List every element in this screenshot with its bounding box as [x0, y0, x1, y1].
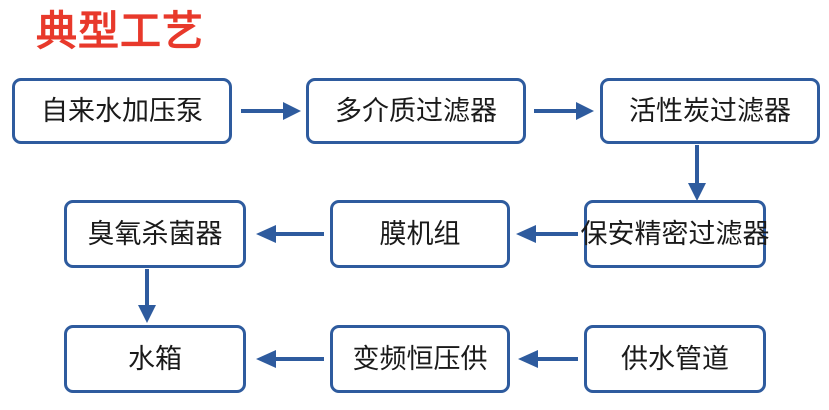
node-label: 臭氧杀菌器 [87, 218, 223, 249]
node-label: 供水管道 [621, 343, 729, 374]
arrow-n4-to-n5 [516, 223, 578, 245]
arrow-n9-to-n8 [518, 348, 578, 370]
node-label: 保安精密过滤器 [580, 218, 770, 249]
node-multimedia-filter[interactable]: 多介质过滤器 [306, 78, 526, 144]
node-security-precision-filter[interactable]: 保安精密过滤器 [581, 200, 770, 268]
node-label: 多介质过滤器 [335, 95, 497, 126]
node-activated-carbon-filter[interactable]: 活性炭过滤器 [600, 78, 820, 144]
node-label: 水箱 [128, 343, 182, 374]
node-tap-water-booster-pump[interactable]: 自来水加压泵 [12, 78, 232, 144]
node-label: 活性炭过滤器 [629, 95, 791, 126]
node-water-tank[interactable]: 水箱 [64, 325, 246, 393]
node-ozone-sterilizer[interactable]: 臭氧杀菌器 [64, 200, 246, 268]
arrow-n3-to-n4 [686, 145, 708, 201]
node-label: 膜机组 [379, 218, 461, 249]
node-membrane-unit[interactable]: 膜机组 [330, 200, 510, 268]
page-title: 典型工艺 [36, 8, 204, 54]
arrow-n1-to-n2 [241, 100, 301, 122]
node-water-supply-pipeline[interactable]: 供水管道 [584, 325, 766, 393]
node-label: 变频恒压供 [352, 343, 488, 374]
arrow-n8-to-n7 [256, 348, 324, 370]
node-variable-frequency-constant-pressure-supply[interactable]: 变频恒压供 [330, 325, 510, 393]
node-label: 自来水加压泵 [41, 95, 203, 126]
arrow-n6-to-n7 [136, 269, 158, 323]
arrow-n5-to-n6 [256, 223, 324, 245]
arrow-n2-to-n3 [534, 100, 594, 122]
